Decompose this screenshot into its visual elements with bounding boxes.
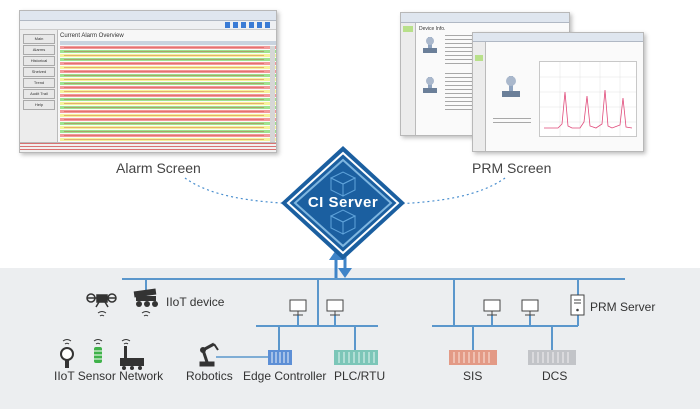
device-info-lines-2 [445, 73, 475, 113]
server-icon [570, 294, 585, 316]
alarm-link-dotted [184, 177, 301, 205]
nav-button-historical[interactable]: Historical [23, 56, 55, 66]
nav-button-main[interactable]: Main [23, 34, 55, 44]
ci-server-cube-icon [329, 171, 357, 235]
ci-server-node [281, 146, 405, 260]
alarm-overview-title: Current Alarm Overview [60, 33, 124, 39]
prm-device-info-title: Device Info. [419, 26, 446, 32]
wifi-icon [141, 311, 151, 317]
device-params [493, 118, 531, 126]
prm-back-sidebar [401, 23, 416, 135]
device-icon-1 [419, 35, 441, 57]
alarm-title-bar [20, 11, 276, 21]
sis-icon [449, 350, 497, 365]
wifi-icon [97, 311, 107, 317]
alarm-toolbar [20, 21, 276, 30]
alarm-table-header [60, 41, 276, 45]
prm-front-home-button[interactable] [475, 55, 483, 61]
sis-label: SIS [463, 369, 483, 383]
nav-button-alarms[interactable]: Alarms [23, 45, 55, 55]
trend-chart [540, 62, 636, 136]
device-icon-front [497, 73, 525, 103]
plc-rtu-label: PLC/RTU [334, 369, 386, 383]
robot-vehicle-icon [133, 288, 158, 307]
prm-home-button[interactable] [403, 26, 413, 32]
device-icon-2 [419, 75, 441, 97]
prm-front-title-bar [473, 33, 643, 42]
prm-screen-label: PRM Screen [472, 160, 552, 176]
drone-icon [86, 293, 117, 308]
nav-button-audit-trail[interactable]: Audit Trail [23, 89, 55, 99]
dcs-icon [528, 350, 576, 365]
prm-link-dotted [394, 177, 506, 205]
trend-panel [539, 61, 637, 137]
nav-button-trend[interactable]: Trend [23, 78, 55, 88]
robotic-arm-icon [199, 342, 219, 367]
alarm-scrollbar[interactable] [270, 46, 275, 142]
pc-icon [289, 299, 539, 316]
sensor-icon [93, 339, 103, 363]
nav-button-shelved[interactable]: Shelved [23, 67, 55, 77]
ci-server-label: CI Server [307, 194, 379, 211]
prm-back-title-bar [401, 13, 569, 23]
ci-server-arrows [329, 250, 352, 278]
bus-lines [122, 278, 625, 358]
edge-controller-icon [268, 350, 292, 365]
dcs-label: DCS [542, 369, 568, 383]
iiot-device-label: IIoT device [166, 295, 225, 309]
trend-line [544, 89, 633, 129]
robotics-label: Robotics [186, 369, 233, 383]
edge-controller-label: Edge Controller [243, 369, 327, 383]
prm-screen-front-window [472, 32, 644, 152]
alarm-table [60, 46, 276, 142]
toolbar-icons [225, 22, 273, 28]
plc-rtu-icon [334, 350, 378, 365]
sensor-icon [120, 339, 144, 370]
alarm-nav-panel: Main Alarms Historical Shelved Trend Aud… [20, 30, 58, 152]
alarm-screen-window: Main Alarms Historical Shelved Trend Aud… [19, 10, 277, 153]
iiot-sensor-network-label: IIoT Sensor Network [54, 369, 164, 383]
prm-front-sidebar [473, 42, 486, 151]
alarm-status-area [20, 142, 276, 152]
alarm-table-text-lines [64, 47, 264, 141]
alarm-screen-label: Alarm Screen [116, 160, 201, 176]
sensor-icon [60, 339, 74, 368]
nav-button-help[interactable]: Help [23, 100, 55, 110]
network-area [0, 268, 700, 409]
prm-server-label: PRM Server [590, 300, 656, 314]
